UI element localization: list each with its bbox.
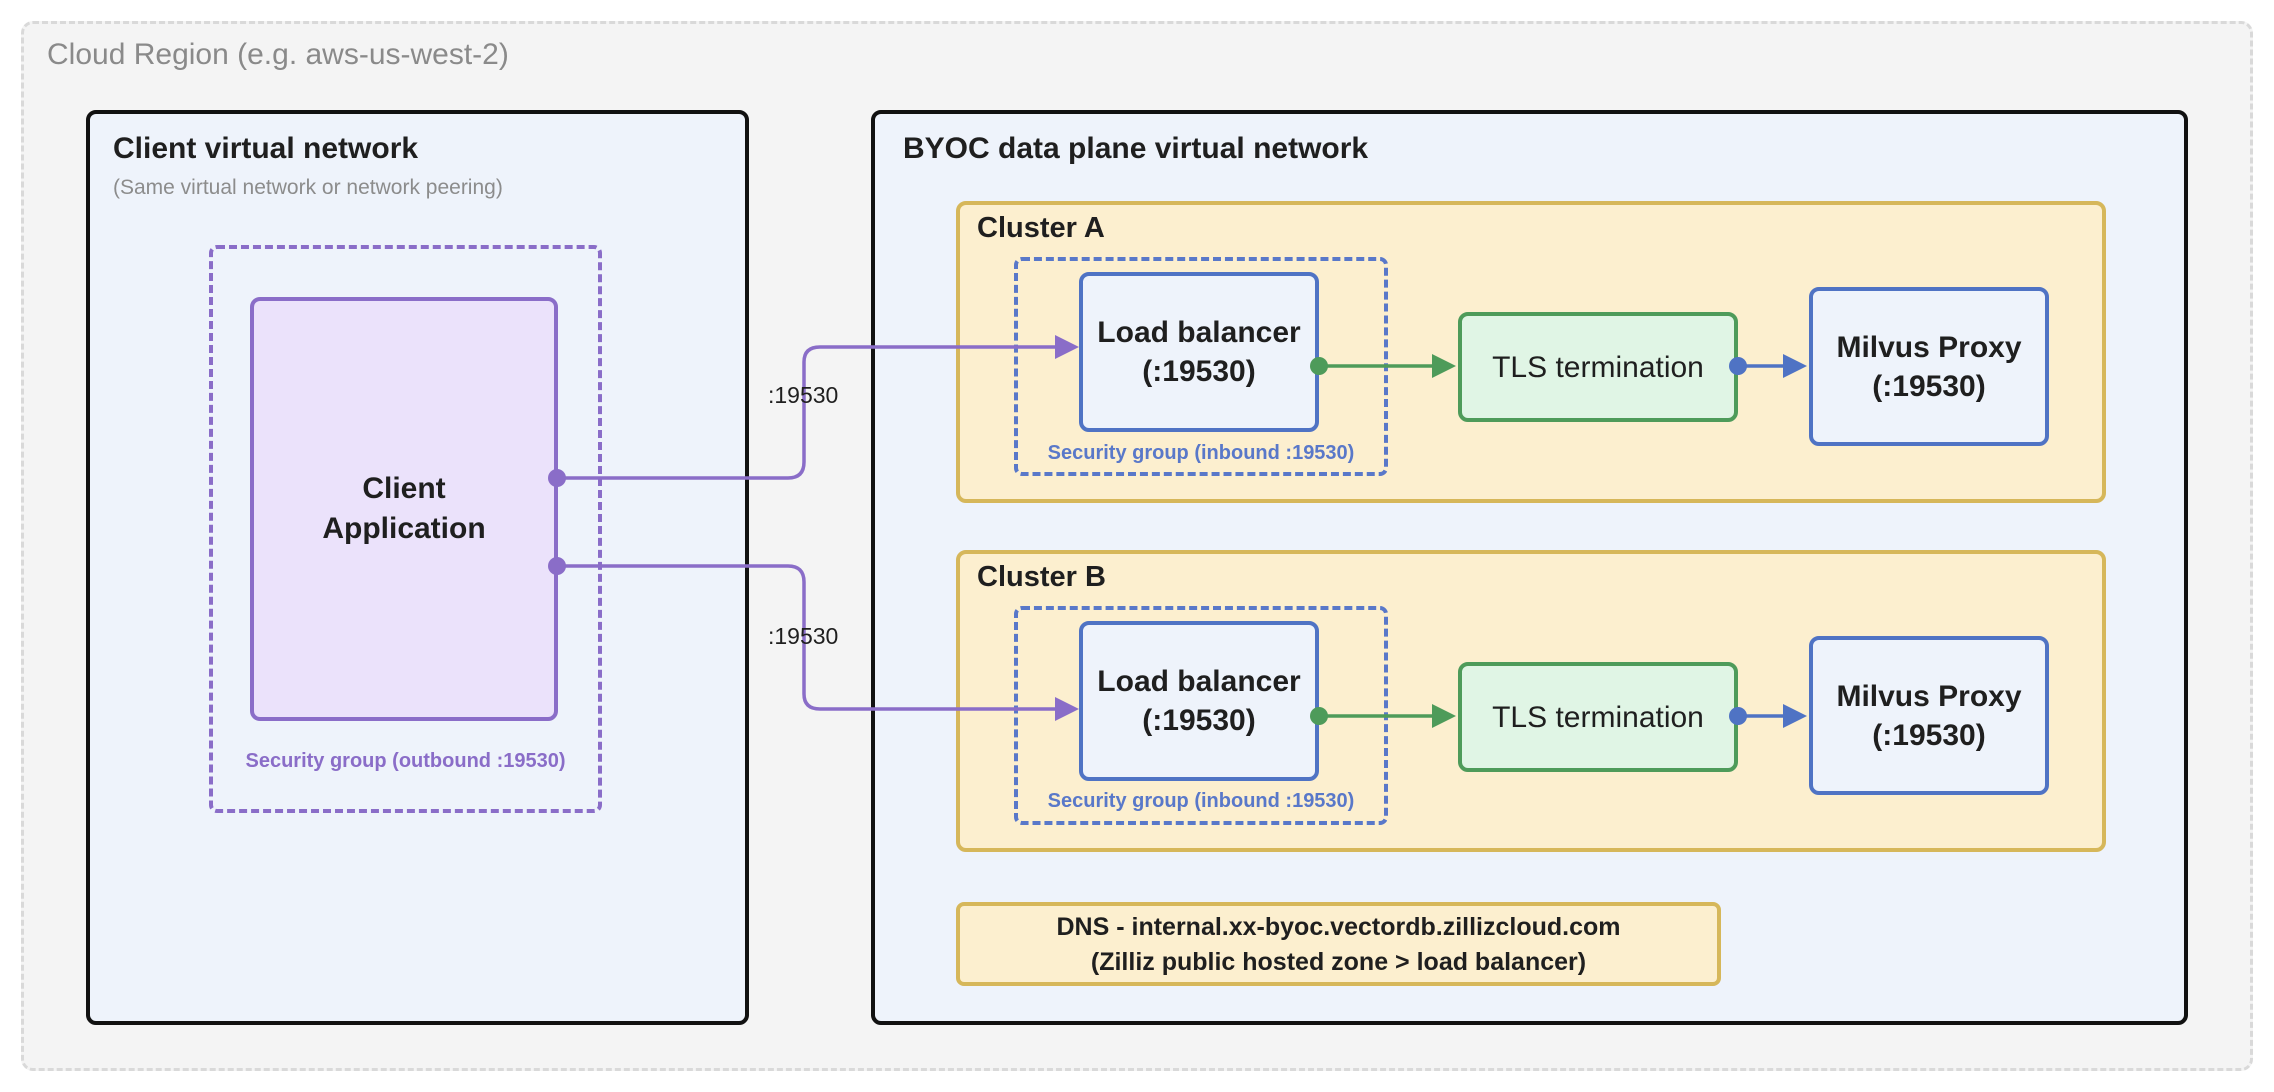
client-vnet-title: Client virtual network <box>113 132 419 165</box>
dns-box: DNS - internal.xx-byoc.vectordb.zillizcl… <box>956 902 1721 986</box>
cluster-b-tls-termination: TLS termination <box>1458 662 1738 772</box>
cloud-region-label: Cloud Region (e.g. aws-us-west-2) <box>47 38 509 71</box>
cluster-a-tls-label: TLS termination <box>1492 350 1704 384</box>
client-application-label: Client Application <box>322 472 486 545</box>
client-application: Client Application <box>250 297 558 721</box>
cluster-b-title: Cluster B <box>977 561 1106 593</box>
cluster-a-milvus-proxy: Milvus Proxy (:19530) <box>1809 287 2049 446</box>
cluster-a-title: Cluster A <box>977 212 1105 244</box>
client-vnet-subtitle: (Same virtual network or network peering… <box>113 176 503 199</box>
cluster-b-proxy-label: Milvus Proxy (:19530) <box>1836 679 2022 752</box>
dns-description: (Zilliz public hosted zone > load balanc… <box>1090 948 1587 976</box>
cluster-b-load-balancer: Load balancer (:19530) <box>1079 621 1319 781</box>
cluster-b-load-balancer-label: Load balancer (:19530) <box>1097 665 1301 737</box>
cluster-b-security-group-label: Security group (inbound :19530) <box>1047 790 1355 812</box>
dns-hostname: DNS - internal.xx-byoc.vectordb.zillizcl… <box>1056 913 1621 941</box>
connector-b-port-label: :19530 <box>768 623 839 649</box>
cluster-a-security-group-label: Security group (inbound :19530) <box>1047 442 1355 464</box>
cluster-b-tls-label: TLS termination <box>1492 700 1704 734</box>
cluster-a-load-balancer: Load balancer (:19530) <box>1079 272 1319 432</box>
cluster-b-milvus-proxy: Milvus Proxy (:19530) <box>1809 636 2049 795</box>
connector-a-port-label: :19530 <box>768 382 839 408</box>
cluster-a-tls-termination: TLS termination <box>1458 312 1738 422</box>
client-security-group <box>209 245 602 813</box>
cluster-a-load-balancer-label: Load balancer (:19530) <box>1097 316 1301 388</box>
byoc-vnet-title: BYOC data plane virtual network <box>903 132 1369 165</box>
client-security-group-label: Security group (outbound :19530) <box>245 750 566 772</box>
cluster-a-proxy-label: Milvus Proxy (:19530) <box>1836 330 2022 403</box>
